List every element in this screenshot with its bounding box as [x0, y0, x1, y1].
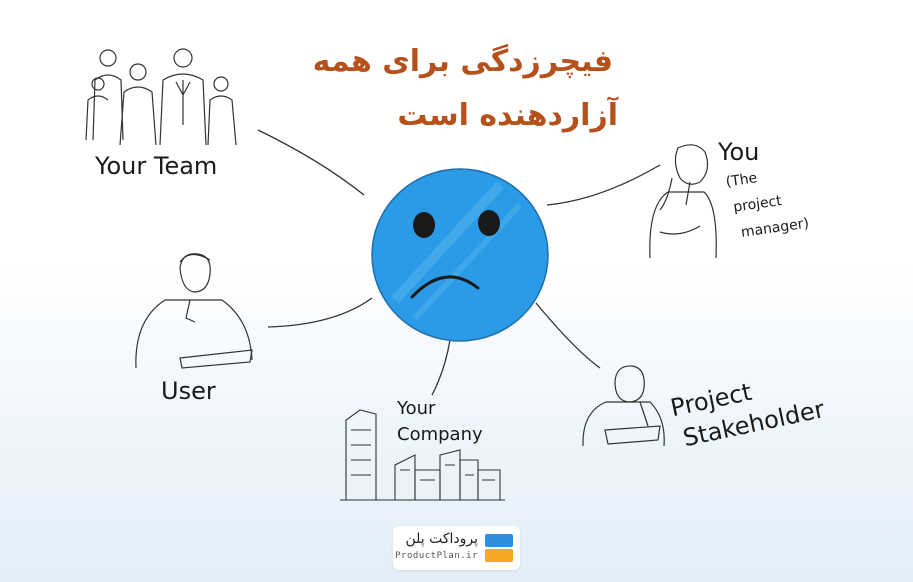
label-you: You — [717, 138, 759, 166]
title-line-2: آزاردهنده است — [397, 98, 618, 133]
stakeholder-person-icon — [582, 365, 665, 447]
project-manager-icon — [649, 144, 717, 259]
label-your-team: Your Team — [94, 152, 217, 180]
connectors — [257, 129, 661, 396]
label-you-sub-1: (The — [725, 170, 758, 190]
productplan-logo[interactable]: پروداکت پلن ProductPlan.ir — [393, 526, 520, 570]
user-person-icon — [135, 253, 253, 369]
connector-stakeholder — [535, 302, 601, 369]
logo-name-en: ProductPlan.ir — [395, 551, 478, 561]
label-you-sub-3: manager) — [740, 215, 810, 240]
company-buildings-icon — [340, 409, 505, 501]
logo-name-fa: پروداکت پلن — [405, 531, 478, 547]
sad-face-icon — [371, 168, 549, 342]
connector-company — [431, 339, 451, 396]
label-company-1: Your — [396, 398, 436, 419]
connector-team — [257, 129, 365, 196]
connector-you — [546, 164, 661, 206]
label-user: User — [161, 377, 216, 405]
connector-user — [267, 297, 373, 328]
label-you-sub-2: project — [732, 193, 783, 216]
team-people-icon — [85, 48, 237, 146]
logo-mark-icon — [485, 534, 513, 562]
label-company-2: Company — [397, 424, 483, 445]
title-line-1: فیچرزدگی برای همه — [312, 44, 613, 79]
